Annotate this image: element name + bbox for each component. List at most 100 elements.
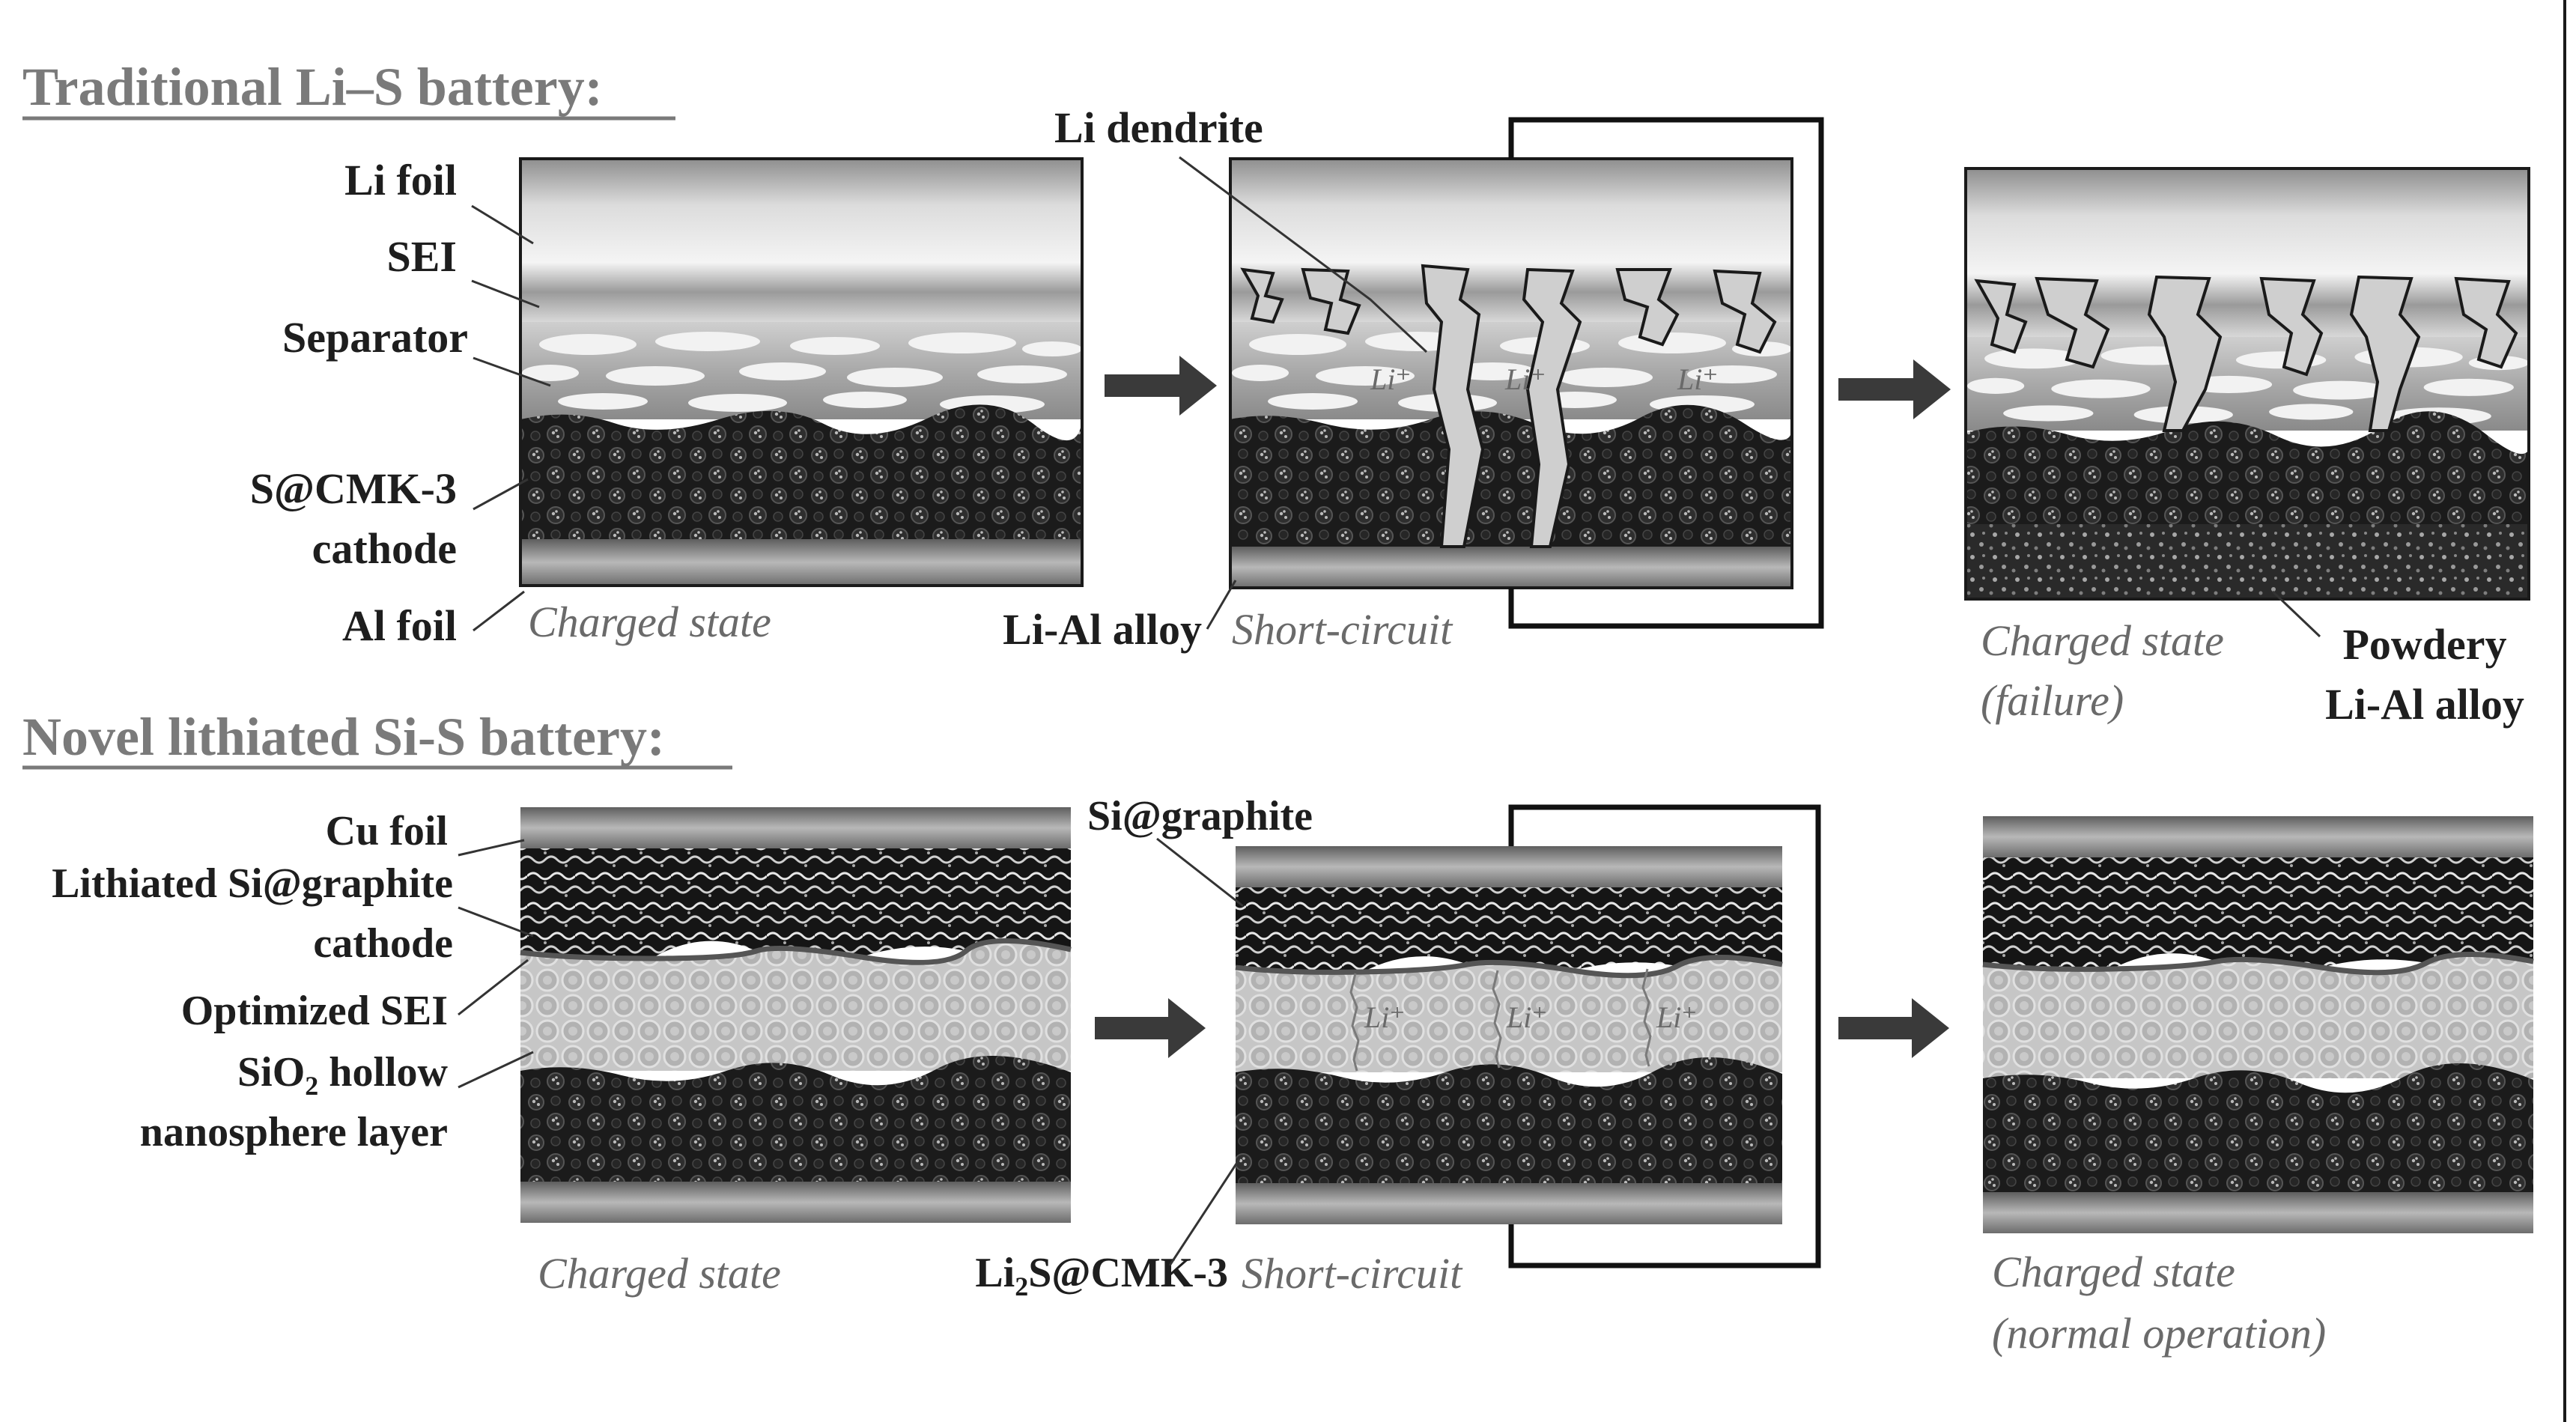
li2s-text: Li <box>975 1250 1015 1296</box>
li-ion-label: Li⁺ <box>1656 1000 1697 1034</box>
traditional-panel-short-circuit: Li⁺ Li⁺ Li⁺ <box>1229 117 1824 629</box>
label-cathode-line1: S@CMK-3 <box>250 464 457 513</box>
traditional-panel-failure <box>1964 167 2531 601</box>
label-si-graphite: Si@graphite <box>1087 793 1313 839</box>
caption-failure-line2: (failure) <box>1981 676 2124 725</box>
li-foil-layer <box>520 159 1082 262</box>
li2s-subscript: 2 <box>1015 1271 1028 1301</box>
optimized-sei-line <box>1235 954 1783 979</box>
powdery-alloy-layer <box>1966 524 2529 599</box>
leader-line <box>458 839 525 857</box>
li2s-cathode-layer <box>1983 1063 2533 1192</box>
novel-panel-charged <box>520 807 1072 1223</box>
li-foil-layer <box>1230 159 1792 262</box>
leader-line <box>2271 590 2321 638</box>
sio2-text: SiO <box>237 1049 305 1096</box>
li-ion-path <box>1349 973 1360 1072</box>
traditional-panel-charged <box>519 157 1084 587</box>
label-powdery-line1: Powdery <box>2342 620 2506 669</box>
panel-frame <box>519 157 1084 587</box>
arrow-right <box>1838 998 1949 1058</box>
optimized-sei-line <box>520 938 1072 965</box>
label-separator: Separator <box>282 313 468 362</box>
li-ion-label: Li⁺ <box>1364 1000 1405 1034</box>
li2s-cathode-layer <box>520 1055 1071 1182</box>
optimized-sei-line <box>1982 951 2534 976</box>
li2s-cathode-layer <box>1236 1057 1782 1183</box>
li-ion-path <box>1492 970 1502 1069</box>
sio2-nanosphere-layer <box>520 941 1071 1071</box>
li-ion-path <box>1641 968 1652 1067</box>
leader-line <box>473 478 529 511</box>
lithiated-anode-layer <box>520 848 1071 973</box>
lithiated-anode-layer <box>1983 857 2533 982</box>
label-sei: SEI <box>386 232 457 281</box>
label-powdery-line2: Li-Al alloy <box>2325 680 2524 729</box>
leader-line <box>471 204 534 245</box>
leader-line <box>458 958 529 1016</box>
al-foil-layer <box>520 1182 1071 1223</box>
label-anode-line1: Lithiated Si@graphite <box>52 860 453 907</box>
caption-normal-line1: Charged state <box>1992 1248 2235 1296</box>
al-foil-layer <box>520 539 1082 586</box>
li-ion-label: Li⁺ <box>1370 362 1411 396</box>
leader-line <box>1168 1158 1241 1266</box>
caption-charged-state: Charged state <box>528 598 771 646</box>
arrow-right <box>1105 356 1217 416</box>
leader-line <box>473 590 525 632</box>
label-anode-line2: cathode <box>313 920 453 967</box>
leader-line <box>458 906 534 938</box>
label-cu-foil: Cu foil <box>326 808 448 854</box>
li-dendrites <box>1974 275 2518 432</box>
short-circuit-wire <box>1508 117 1824 629</box>
caption-failure-line1: Charged state <box>1981 616 2224 665</box>
li-ion-label: Li⁺ <box>1506 1000 1547 1034</box>
caption-normal-line2: (normal operation) <box>1992 1309 2326 1358</box>
cu-foil-layer <box>520 807 1071 848</box>
sio2-nanosphere-layer <box>1236 957 1782 1072</box>
li-ion-label: Li⁺ <box>1504 362 1546 396</box>
leader-line <box>473 356 551 387</box>
li-dendrites <box>1240 264 1777 548</box>
sio2-rest: hollow <box>318 1049 448 1096</box>
cathode-layer <box>520 404 1082 539</box>
cu-foil-layer <box>1983 816 2533 857</box>
label-li-dendrite: Li dendrite <box>1054 103 1263 152</box>
caption-charged-state: Charged state <box>538 1249 781 1298</box>
cu-foil-layer <box>1236 846 1782 887</box>
caption-short-circuit: Short-circuit <box>1232 605 1453 654</box>
novel-panel-normal <box>1982 816 2534 1233</box>
arrow-right <box>1838 359 1951 419</box>
separator-layer <box>520 322 1082 419</box>
leader-line <box>471 279 540 309</box>
label-optimized-sei: Optimized SEI <box>181 988 448 1034</box>
label-al-foil: Al foil <box>342 601 457 650</box>
cathode-layer <box>1230 404 1793 547</box>
label-li-al-alloy: Li-Al alloy <box>1003 605 1202 654</box>
label-cathode-line2: cathode <box>312 524 457 573</box>
leader-line <box>1179 156 1428 353</box>
al-foil-layer <box>1983 1192 2533 1233</box>
label-li2s-cmk3: Li2S@CMK-3 <box>975 1250 1228 1301</box>
li-al-alloy-layer <box>1230 547 1792 588</box>
li-foil-layer <box>1966 168 2529 273</box>
novel-heading: Novel lithiated Si-S battery: <box>22 707 665 767</box>
cathode-layer <box>1966 411 2531 524</box>
caption-short-circuit: Short-circuit <box>1242 1249 1463 1298</box>
label-sio2-line2: nanosphere layer <box>140 1109 448 1155</box>
label-sio2-line1: SiO2 hollow <box>237 1049 449 1101</box>
leader-line <box>458 1051 534 1089</box>
sei-layer <box>520 262 1082 322</box>
short-circuit-wire <box>1508 804 1821 1268</box>
sio2-nanosphere-layer <box>1983 954 2533 1078</box>
sio2-subscript: 2 <box>305 1071 318 1101</box>
al-foil-layer <box>1236 1183 1782 1224</box>
leader-line <box>1206 580 1237 630</box>
arrow-right <box>1095 998 1206 1058</box>
label-li-foil: Li foil <box>344 156 457 204</box>
li-ion-label: Li⁺ <box>1677 362 1718 396</box>
li2s-rest: S@CMK-3 <box>1028 1250 1228 1296</box>
panel-frame <box>1964 167 2530 601</box>
